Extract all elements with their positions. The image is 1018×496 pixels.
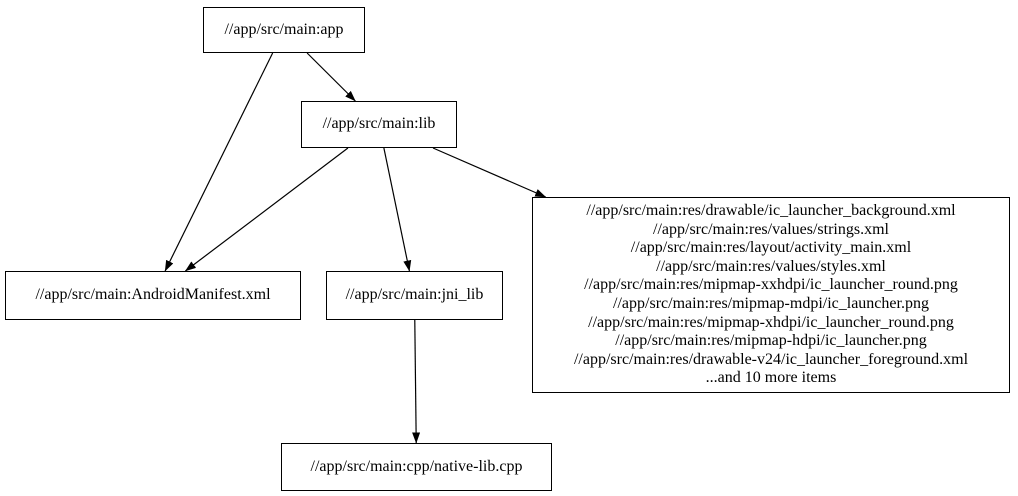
resource-line: //app/src/main:res/mipmap-hdpi/ic_launch…: [615, 332, 927, 350]
node-resources: //app/src/main:res/drawable/ic_launcher_…: [532, 197, 1010, 393]
node-app: //app/src/main:app: [203, 7, 365, 53]
node-jni-lib-label: //app/src/main:jni_lib: [345, 286, 484, 304]
node-android-manifest-label: //app/src/main:AndroidManifest.xml: [35, 286, 271, 304]
node-lib: //app/src/main:lib: [301, 101, 457, 148]
resource-line: ...and 10 more items: [705, 369, 837, 387]
node-jni-lib: //app/src/main:jni_lib: [326, 271, 503, 320]
edge-lib-to-resources: [432, 147, 547, 198]
node-android-manifest: //app/src/main:AndroidManifest.xml: [5, 271, 301, 320]
node-app-label: //app/src/main:app: [224, 20, 344, 38]
resource-line: //app/src/main:res/mipmap-xhdpi/ic_launc…: [588, 313, 954, 331]
edge-jni_lib-to-native_lib_cpp: [412, 319, 421, 444]
edge-lib-to-jni_lib: [383, 147, 412, 272]
edge-app-to-lib: [306, 52, 356, 102]
resource-line: //app/src/main:res/drawable-v24/ic_launc…: [573, 350, 969, 368]
resource-line: //app/src/main:res/drawable/ic_launcher_…: [586, 202, 956, 220]
resource-line: //app/src/main:res/values/styles.xml: [656, 257, 886, 275]
resource-line: //app/src/main:res/mipmap-xxhdpi/ic_laun…: [584, 276, 958, 294]
edge-lib-to-android_manifest: [184, 147, 349, 272]
resource-line: //app/src/main:res/values/strings.xml: [653, 220, 889, 238]
resource-line: //app/src/main:res/mipmap-mdpi/ic_launch…: [613, 295, 929, 312]
resource-line: //app/src/main:res/layout/activity_main.…: [630, 239, 912, 257]
node-native-lib-cpp-label: //app/src/main:cpp/native-lib.cpp: [310, 457, 523, 475]
node-lib-label: //app/src/main:lib: [322, 115, 436, 133]
node-native-lib-cpp: //app/src/main:cpp/native-lib.cpp: [281, 443, 552, 491]
edge-app-to-android_manifest: [164, 52, 274, 272]
